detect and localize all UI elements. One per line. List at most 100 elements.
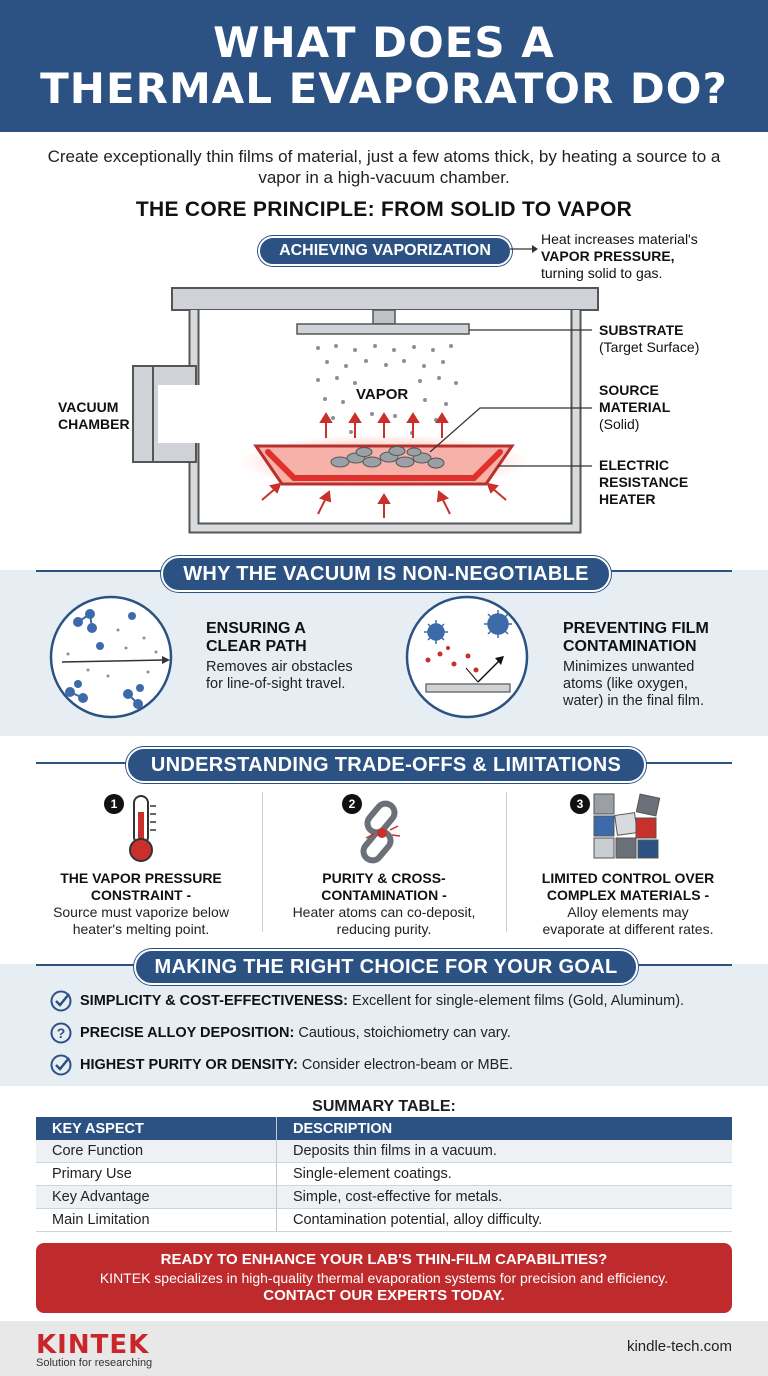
contamination-title-1: PREVENTING FILM: [563, 620, 709, 637]
tradeoff-1: THE VAPOR PRESSURE CONSTRAINT - Source m…: [36, 870, 246, 938]
contamination-title-2: CONTAMINATION: [563, 638, 697, 655]
contamination-text: Minimizes unwanted atoms (like oxygen, w…: [563, 659, 704, 710]
choice-3-bold: HIGHEST PURITY OR DENSITY:: [80, 1057, 298, 1073]
choice-3-text: Consider electron-beam or MBE.: [297, 1057, 513, 1073]
choice-1-bold: SIMPLICITY & COST-EFFECTIVENESS:: [80, 993, 349, 1009]
table-row: Main Limitation Contamination potential,…: [36, 1208, 732, 1232]
thermometer-icon: [129, 795, 156, 862]
choice-item-3: HIGHEST PURITY OR DENSITY: Consider elec…: [50, 1052, 513, 1078]
cta-headline: READY TO ENHANCE YOUR LAB'S THIN-FILM CA…: [160, 1251, 608, 1268]
intro-text: Create exceptionally thin films of mater…: [47, 147, 721, 187]
note-bold: VAPOR PRESSURE,: [541, 248, 675, 264]
contamination-title: PREVENTING FILM CONTAMINATION: [563, 620, 709, 656]
tradeoff-3-title-2: COMPLEX MATERIALS -: [546, 887, 710, 903]
table-row: Primary Use Single-element coatings.: [36, 1162, 732, 1186]
tradeoff-2-title-2: CONTAMINATION -: [321, 887, 447, 903]
clear-path-title-2: CLEAR PATH: [206, 638, 307, 655]
tradeoff-2-text-2: reducing purity.: [336, 921, 432, 937]
tradeoff-3-title-1: LIMITED CONTROL OVER: [541, 870, 715, 886]
tradeoff-1-text-1: Source must vaporize below: [53, 904, 229, 920]
cta-banner[interactable]: READY TO ENHANCE YOUR LAB'S THIN-FILM CA…: [36, 1243, 732, 1313]
choice-item-2: ? PRECISE ALLOY DEPOSITION: Cautious, sto…: [50, 1020, 511, 1046]
source-line-2: MATERIAL: [599, 399, 671, 415]
clear-path-title-1: ENSURING A: [206, 620, 306, 637]
choice-2-text: Cautious, stoichiometry can vary.: [294, 1025, 511, 1041]
vacuum-heading: WHY THE VACUUM IS NON-NEGOTIABLE: [161, 556, 611, 592]
substrate-label: SUBSTRATE (Target Surface): [599, 322, 699, 356]
table-row: Core Function Deposits thin films in a v…: [36, 1140, 732, 1163]
substrate: [296, 323, 470, 335]
tradeoff-divider-1: [262, 792, 263, 932]
source-material-pellets: [330, 446, 445, 469]
heater-line-2: RESISTANCE: [599, 474, 689, 490]
title-banner: WHAT DOES A THERMAL EVAPORATOR DO?: [0, 0, 768, 132]
table-cell: Single-element coatings.: [276, 1162, 732, 1186]
clear-path-text-2: for line-of-sight travel.: [206, 676, 346, 692]
table-cell: Simple, cost-effective for metals.: [276, 1185, 732, 1209]
source-material-label: SOURCE MATERIAL (Solid): [599, 382, 670, 433]
broken-chain-icon: [360, 800, 401, 864]
clear-path-title: ENSURING A CLEAR PATH: [206, 620, 307, 656]
choice-heading: MAKING THE RIGHT CHOICE FOR YOUR GOAL: [134, 949, 638, 985]
table-cell: Primary Use: [36, 1162, 277, 1186]
summary-header-row: KEY ASPECT DESCRIPTION: [36, 1117, 732, 1140]
contamination-text-1: Minimizes unwanted: [563, 659, 695, 675]
tradeoffs-heading: UNDERSTANDING TRADE-OFFS & LIMITATIONS: [126, 747, 646, 783]
tradeoff-2-title-1: PURITY & CROSS-: [322, 870, 446, 886]
table-cell: Deposits thin films in a vacuum.: [276, 1140, 732, 1163]
choice-2-bold: PRECISE ALLOY DEPOSITION:: [80, 1025, 295, 1041]
clear-path-text: Removes air obstacles for line-of-sight …: [206, 659, 353, 693]
note-line-3: turning solid to gas.: [541, 265, 663, 281]
summary-title: SUMMARY TABLE:: [312, 1098, 456, 1115]
evaporator-diagram: [132, 245, 599, 534]
tradeoff-1-title-2: CONSTRAINT -: [90, 887, 192, 903]
chamber-lid: [171, 287, 599, 311]
vacuum-chamber-label: VACUUM CHAMBER: [58, 399, 130, 433]
summary-col-description: DESCRIPTION: [276, 1117, 732, 1140]
contamination-text-2: atoms (like oxygen,: [563, 676, 688, 692]
chamber-line-2: CHAMBER: [58, 416, 130, 432]
contamination-text-3: water) in the final film.: [563, 693, 705, 709]
cta-text: KINTEK specializes in high-quality therm…: [99, 1270, 669, 1286]
question-circle-icon: ?: [50, 1022, 72, 1044]
table-cell: Main Limitation: [36, 1208, 277, 1232]
tradeoff-divider-2: [506, 792, 507, 932]
heater-line-1: ELECTRIC: [599, 457, 669, 473]
table-row: Key Advantage Simple, cost-effective for…: [36, 1185, 732, 1209]
vapor-particles: [316, 344, 458, 435]
heater-coil: [265, 449, 503, 481]
choice-1-text: Excellent for single-element films (Gold…: [348, 993, 685, 1009]
title-line-2: THERMAL EVAPORATOR DO?: [40, 64, 728, 113]
tradeoff-3-text-2: evaporate at different rates.: [542, 921, 714, 937]
svg-text:?: ?: [57, 1025, 66, 1041]
summary-col-key-aspect: KEY ASPECT: [36, 1117, 277, 1140]
mixed-blocks-icon: [593, 793, 661, 859]
choice-item-1: SIMPLICITY & COST-EFFECTIVENESS: Excelle…: [50, 988, 684, 1014]
note-line-1: Heat increases material's: [541, 231, 698, 247]
clear-path-text-1: Removes air obstacles: [206, 659, 353, 675]
chamber-line-1: VACUUM: [58, 399, 119, 415]
vapor-label: VAPOR: [356, 386, 409, 403]
check-circle-icon: [50, 990, 72, 1012]
substrate-sub: (Target Surface): [599, 339, 700, 355]
tradeoff-2: PURITY & CROSS- CONTAMINATION - Heater a…: [270, 870, 498, 938]
footer: [0, 1321, 768, 1376]
table-cell: Contamination potential, alloy difficult…: [276, 1208, 732, 1232]
substrate-title: SUBSTRATE: [599, 322, 684, 338]
tradeoff-number-1: 1: [104, 794, 124, 814]
tradeoff-number-2: 2: [342, 794, 362, 814]
vapor-pressure-note: Heat increases material's VAPOR PRESSURE…: [541, 231, 741, 282]
source-sub: (Solid): [599, 416, 640, 432]
tradeoff-1-text-2: heater's melting point.: [72, 921, 210, 937]
kintek-logo[interactable]: KINTEK: [36, 1330, 150, 1360]
vapor-arrows: [319, 412, 449, 438]
title-line-1: WHAT DOES A: [213, 18, 555, 67]
contact-experts-link[interactable]: CONTACT OUR EXPERTS TODAY.: [263, 1287, 505, 1304]
tradeoff-2-text-1: Heater atoms can co-deposit,: [292, 904, 476, 920]
website-link[interactable]: kindle-tech.com: [626, 1338, 732, 1355]
core-principle-heading: THE CORE PRINCIPLE: FROM SOLID TO VAPOR: [135, 198, 633, 221]
heater-label: ELECTRIC RESISTANCE HEATER: [599, 457, 688, 508]
summary-table: KEY ASPECT DESCRIPTION Core Function Dep…: [36, 1117, 732, 1232]
check-circle-icon: [50, 1054, 72, 1076]
table-cell: Core Function: [36, 1140, 277, 1163]
